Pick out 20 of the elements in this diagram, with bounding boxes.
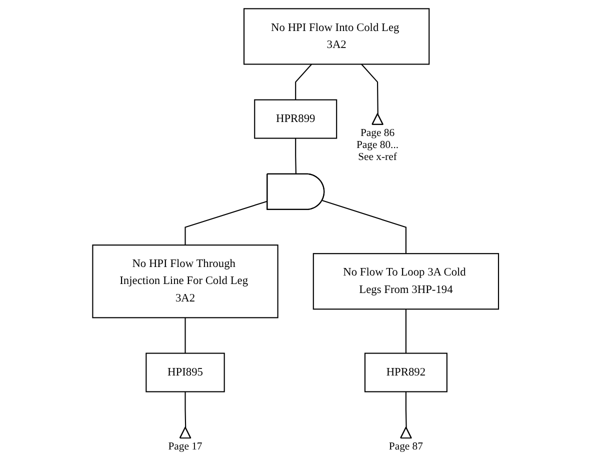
connector — [405, 308, 406, 353]
connector — [294, 63, 312, 100]
connector — [294, 138, 296, 174]
connector — [184, 391, 186, 428]
node-box: No HPI Flow Into Cold Leg 3A2 — [243, 8, 430, 64]
node-box: HPI895 — [146, 352, 225, 392]
node-box: No Flow To Loop 3A Cold Legs From 3HP-194 — [312, 252, 499, 310]
node-box: HPR899 — [254, 98, 338, 138]
connector — [184, 200, 268, 245]
page-reference: Page 80... — [356, 138, 398, 150]
node-box: HPR892 — [364, 352, 448, 392]
connector — [361, 63, 378, 114]
page-reference: Page 17 — [168, 440, 202, 452]
page-reference: See x-ref — [358, 150, 397, 162]
page-reference: Page 86 — [360, 126, 394, 138]
connector — [405, 391, 407, 428]
connector — [184, 317, 186, 353]
page-reference: Page 87 — [388, 440, 423, 452]
node-box: No HPI Flow Through Injection Line For Cold Leg 3A2 — [92, 244, 278, 318]
connector — [322, 200, 406, 254]
